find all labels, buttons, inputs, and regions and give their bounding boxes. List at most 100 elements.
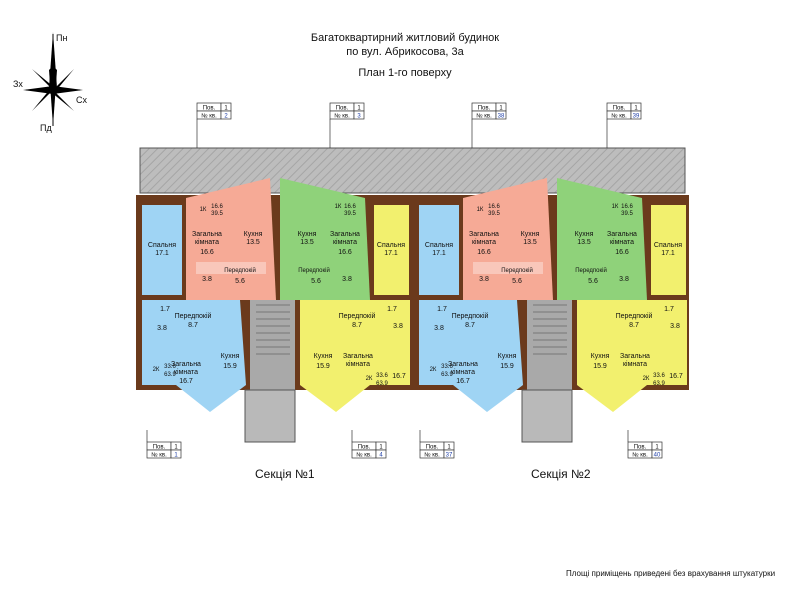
apt-type-2k-right: 2К <box>643 376 650 382</box>
kitchen-2k-right-area: 15.9 <box>593 363 607 370</box>
bath-1k-right-area: 3.8 <box>342 276 352 283</box>
tag-floor-label: Пов. <box>634 445 647 451</box>
apt-total-1k-right: 39.5 <box>344 211 356 217</box>
entrance-porch <box>244 389 296 443</box>
tag-apt-label: № кв. <box>201 113 217 120</box>
hall-2k-right-area: 8.7 <box>352 322 362 329</box>
apt-type-1k-left: 1К <box>200 207 207 213</box>
apt-total-2k-right: 63.9 <box>376 381 388 387</box>
stairwell <box>527 300 572 390</box>
kitchen-1k-left-name: Кухня <box>244 231 263 238</box>
bedroom-left-area: 17.1 <box>432 250 446 257</box>
bath-2k-left-area: 3.8 <box>434 325 444 332</box>
tag-floor-label: Пов. <box>613 106 626 112</box>
east-label: Сх <box>76 95 87 105</box>
hall-strip <box>473 262 543 274</box>
apt-type-1k-right: 1К <box>335 204 342 210</box>
room-bedroom-left <box>419 205 459 295</box>
bath-2k-right-area: 3.8 <box>393 323 403 330</box>
apt-type-2k-left: 2К <box>430 367 437 373</box>
bedroom-left-area: 17.1 <box>155 250 169 257</box>
living-2k-left-area: 16.7 <box>456 378 470 385</box>
apartment-1k-left <box>463 178 553 300</box>
compass-star-icon <box>23 32 83 126</box>
apartment-2k-left <box>419 300 523 412</box>
tag-apt-value: 3 <box>357 114 361 120</box>
tag-floor-value: 1 <box>634 106 638 112</box>
tag-cell <box>220 110 232 120</box>
apt-total-2k-right: 63.9 <box>653 381 665 387</box>
apartment-tag: Пов.№ кв.12 <box>196 102 232 148</box>
apt-living-1k-right: 16.6 <box>621 204 633 210</box>
hall-2k-left-area: 8.7 <box>188 322 198 329</box>
kitchen-2k-right-area: 15.9 <box>316 363 330 370</box>
tag-apt-label: № кв. <box>151 452 167 459</box>
living-2k-left-name2: кімната <box>451 368 475 376</box>
apt-total-1k-left: 39.5 <box>211 211 223 217</box>
tag-floor-label: Пов. <box>478 106 491 112</box>
apartment-1k-right <box>557 178 647 300</box>
apt-total-1k-left: 39.5 <box>488 211 500 217</box>
apartment-tag: Пов.№ кв.11 <box>146 430 182 459</box>
apartment-tag: Пов.№ кв.13 <box>329 102 365 148</box>
bedroom-right-area: 17.1 <box>384 250 398 257</box>
section-1-label: Секція №1 <box>255 467 315 481</box>
kitchen-1k-left-area: 13.5 <box>523 239 537 246</box>
tag-cell <box>495 110 507 120</box>
section-1 <box>142 178 410 443</box>
tag-apt-label: № кв. <box>424 452 440 459</box>
compass-rose: Пн Пд Зх Сх <box>13 30 108 133</box>
apartments-group <box>142 178 687 443</box>
tag-cell <box>170 449 182 459</box>
tag-floor-value: 1 <box>174 445 178 451</box>
tag-floor-label: Пов. <box>153 445 166 451</box>
plan-title: План 1-го поверху <box>358 67 452 79</box>
kitchen-2k-right-name: Кухня <box>314 353 333 360</box>
living-2k-right-name2: кімната <box>346 360 370 368</box>
living-1k-left-name2: кімната <box>472 238 496 246</box>
tag-floor-value: 1 <box>655 445 659 451</box>
living-2k-right-name1: Загальна <box>620 353 650 360</box>
living-1k-right-name2: кімната <box>333 238 357 246</box>
kitchen-1k-left-area: 13.5 <box>246 239 260 246</box>
section-2-labels: Спальня17.1Загальнакімната16.6Кухня13.5П… <box>425 204 683 387</box>
tag-apt-value: 4 <box>379 453 383 459</box>
tag-floor-label: Пов. <box>336 106 349 112</box>
tag-floor-value: 1 <box>499 106 503 112</box>
living-2k-left-name2: кімната <box>174 368 198 376</box>
kitchen-2k-left-area: 15.9 <box>500 363 514 370</box>
hall-1k-left-area: 5.6 <box>235 278 245 285</box>
tag-floor-value: 1 <box>379 445 383 451</box>
wc-2k-right-area: 1.7 <box>664 306 674 313</box>
apartment-tag: Пов.№ кв.137 <box>419 430 455 459</box>
wc-2k-right-area: 1.7 <box>387 306 397 313</box>
section-1-labels: Спальня17.1Загальнакімната16.6Кухня13.5П… <box>148 204 406 387</box>
kitchen-1k-right-name: Кухня <box>298 231 317 238</box>
apartment-tag: Пов.№ кв.138 <box>471 102 507 148</box>
apt-type-2k-right: 2К <box>366 376 373 382</box>
living-1k-left-name1: Загальна <box>192 231 222 238</box>
bath-2k-left-area: 3.8 <box>157 325 167 332</box>
kitchen-1k-right-name: Кухня <box>575 231 594 238</box>
living-2k-left-name1: Загальна <box>171 361 201 368</box>
hall-2k-right-name: Передпокій <box>616 312 653 320</box>
hall-1k-left-name: Передпокій <box>224 267 256 274</box>
apt-living-2k-right: 33.6 <box>653 373 665 379</box>
south-label: Пд <box>40 123 52 133</box>
living-1k-right-name1: Загальна <box>330 231 360 238</box>
room-bedroom-right <box>374 205 409 295</box>
hall-1k-right-area: 5.6 <box>311 278 321 285</box>
apartment-tag: Пов.№ кв.14 <box>351 430 387 459</box>
kitchen-1k-left-name: Кухня <box>521 231 540 238</box>
apartment-tag: Пов.№ кв.139 <box>606 102 642 148</box>
tag-cell <box>651 449 663 459</box>
hall-1k-left-area: 5.6 <box>512 278 522 285</box>
hall-1k-left-name: Передпокій <box>501 267 533 274</box>
tag-floor-value: 1 <box>224 106 228 112</box>
tag-cell <box>630 110 642 120</box>
entrance-porch <box>521 389 573 443</box>
tag-floor-label: Пов. <box>358 445 371 451</box>
apartment-2k-right <box>300 300 410 412</box>
apt-type-2k-left: 2К <box>153 367 160 373</box>
